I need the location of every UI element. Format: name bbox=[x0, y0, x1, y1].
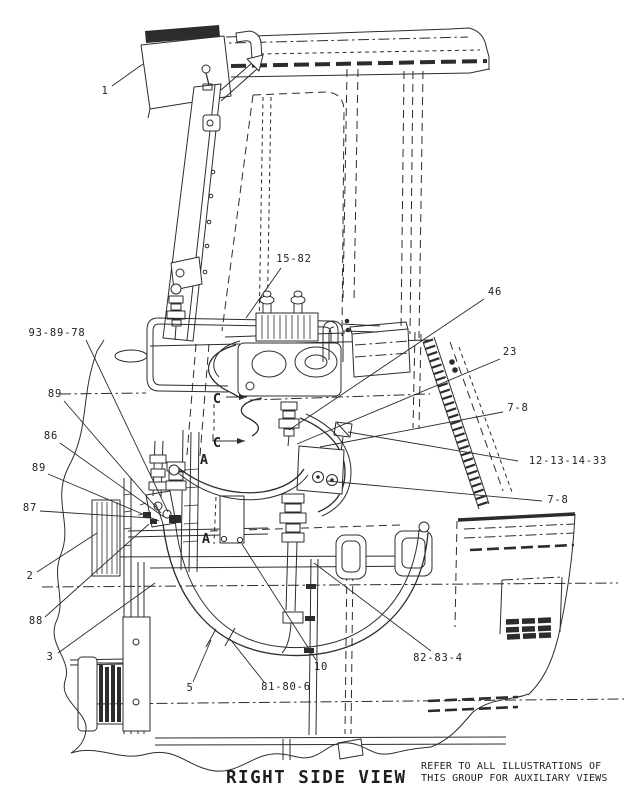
callout-93-89-78-7: 93-89-78 bbox=[29, 327, 86, 339]
callout-89-10: 89 bbox=[32, 462, 46, 474]
callout-86-9: 86 bbox=[44, 430, 58, 442]
callout-46-2: 46 bbox=[488, 286, 502, 298]
leader-89-10 bbox=[47, 473, 160, 522]
leader-2-12 bbox=[36, 532, 98, 573]
callout-2-12: 2 bbox=[26, 570, 33, 582]
callout-labels: 115-8246237-812-13-14-337-893-89-7889868… bbox=[23, 85, 607, 694]
hydraulic-hoses bbox=[154, 502, 430, 657]
cab-structure bbox=[149, 27, 513, 510]
leader-82-83-4-18 bbox=[313, 562, 432, 652]
leader-12-13-14-33-5 bbox=[347, 431, 519, 462]
leader-46-2 bbox=[288, 298, 485, 431]
callout-82-83-4-18: 82-83-4 bbox=[413, 652, 463, 664]
leader-7-8-6 bbox=[326, 480, 543, 502]
callout-23-3: 23 bbox=[503, 346, 517, 358]
belt-and-pulley-stack bbox=[77, 478, 151, 734]
callout-89-8: 89 bbox=[48, 388, 62, 400]
callout-81-80-6-16: 81-80-6 bbox=[261, 681, 311, 693]
auxiliary-note-line2: THIS GROUP FOR AUXILIARY VIEWS bbox=[421, 773, 608, 785]
section-letter-C-0: C bbox=[213, 391, 221, 407]
leader-3-14 bbox=[57, 582, 156, 654]
callout-12-13-14-33-5: 12-13-14-33 bbox=[529, 455, 607, 467]
section-c-arrows bbox=[212, 394, 247, 444]
callout-1-0: 1 bbox=[101, 85, 108, 97]
right-body-panel bbox=[335, 512, 576, 696]
leader-89-8 bbox=[63, 400, 162, 514]
callout-7-8-4: 7-8 bbox=[507, 402, 528, 414]
boom-assembly bbox=[162, 54, 264, 573]
section-letter-A-3: A bbox=[202, 531, 210, 547]
callout-5-15: 5 bbox=[186, 682, 193, 694]
callout-88-13: 88 bbox=[29, 615, 43, 627]
leader-93-89-78-7 bbox=[85, 339, 169, 513]
leader-88-13 bbox=[44, 523, 150, 618]
leader-86-9 bbox=[59, 442, 165, 518]
leader-7-8-4 bbox=[319, 411, 504, 448]
callout-15-82-1: 15-82 bbox=[276, 253, 312, 265]
leader-5-15 bbox=[192, 639, 212, 683]
leader-lines bbox=[36, 63, 543, 683]
valve-and-pump-assembly bbox=[59, 290, 381, 654]
section-letter-C-1: C bbox=[213, 435, 221, 451]
section-letter-A-2: A bbox=[200, 452, 208, 468]
leader-10-17 bbox=[241, 543, 317, 661]
leader-23-3 bbox=[296, 358, 501, 445]
leader-87-11 bbox=[39, 510, 152, 519]
callout-10-17: 10 bbox=[314, 661, 328, 673]
callout-3-14: 3 bbox=[46, 651, 53, 663]
undercarriage-frame bbox=[41, 524, 625, 760]
leader-1-0 bbox=[111, 63, 144, 87]
auxiliary-note-line1: REFER TO ALL ILLUSTRATIONS OF bbox=[421, 761, 602, 772]
leader-81-80-6-16 bbox=[229, 638, 265, 683]
leader-15-82-1 bbox=[245, 267, 282, 319]
auxiliary-note: REFER TO ALL ILLUSTRATIONS OF THIS GROUP… bbox=[421, 761, 629, 786]
view-caption: RIGHT SIDE VIEW bbox=[226, 768, 407, 788]
callout-7-8-6: 7-8 bbox=[547, 494, 568, 506]
callout-87-11: 87 bbox=[23, 502, 37, 514]
